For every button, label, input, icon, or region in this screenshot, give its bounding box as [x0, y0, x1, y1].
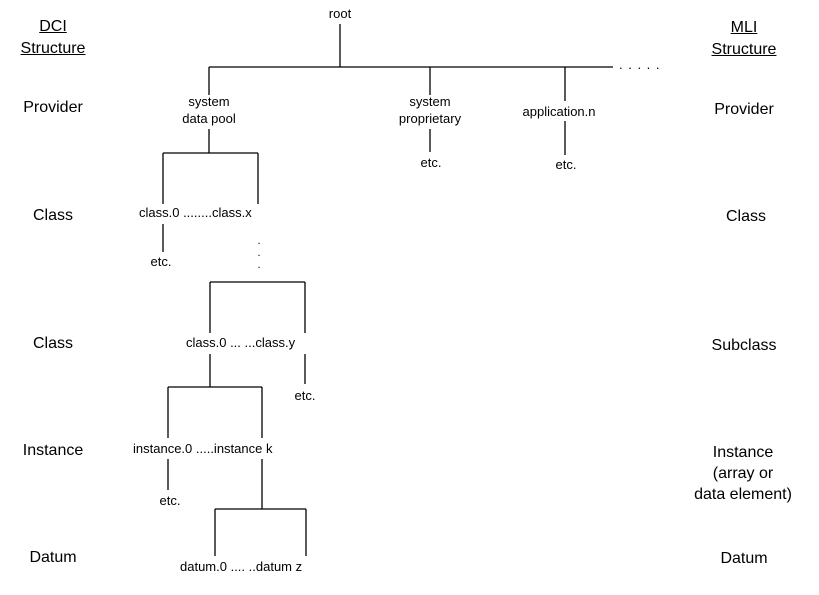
vdots-2: .: [257, 247, 261, 259]
mli-level-instance-note-1: (array or: [712, 465, 774, 482]
mli-level-instance-note-2: data element): [694, 486, 792, 503]
dci-level-datum: Datum: [29, 549, 77, 566]
system-data-pool-node-line1: system: [188, 94, 230, 109]
mli-level-instance: Instance: [712, 444, 774, 461]
mli-level-subclass: Subclass: [711, 337, 777, 354]
dci-level-class-2: Class: [32, 335, 74, 352]
mli-heading-line2: Structure: [711, 41, 777, 58]
system-proprietary-node-line1: system: [409, 94, 451, 109]
datum-row-node: datum.0 .... ..datum z: [180, 559, 303, 574]
application-etc: etc.: [555, 157, 577, 172]
more-branches-ellipsis: . . . . .: [619, 57, 661, 72]
proprietary-etc: etc.: [420, 155, 442, 170]
root-node: root: [328, 6, 352, 21]
vdots-3: .: [257, 259, 261, 271]
dci-level-class: Class: [32, 207, 74, 224]
vdots-1: .: [257, 235, 261, 247]
subclass-row-node: class.0 ... ...class.y: [186, 335, 296, 350]
dci-level-instance: Instance: [22, 442, 84, 459]
mli-level-datum: Datum: [720, 550, 768, 567]
mli-level-class: Class: [725, 208, 767, 225]
mli-level-provider: Provider: [714, 101, 774, 118]
instance-row-node: instance.0 .....instance k: [133, 441, 273, 456]
dci-level-provider: Provider: [23, 99, 83, 116]
system-proprietary-node-line2: proprietary: [398, 111, 462, 126]
dci-heading-line1: DCI: [39, 18, 67, 35]
class0-etc: etc.: [150, 254, 172, 269]
dci-heading-line2: Structure: [20, 40, 86, 57]
system-data-pool-node-line2: data pool: [182, 111, 236, 126]
class-row-node: class.0 ........class.x: [139, 205, 252, 220]
instance0-etc: etc.: [159, 493, 181, 508]
classy-etc: etc.: [294, 388, 316, 403]
application-n-node: application.n: [522, 104, 596, 119]
mli-heading-line1: MLI: [730, 19, 758, 36]
